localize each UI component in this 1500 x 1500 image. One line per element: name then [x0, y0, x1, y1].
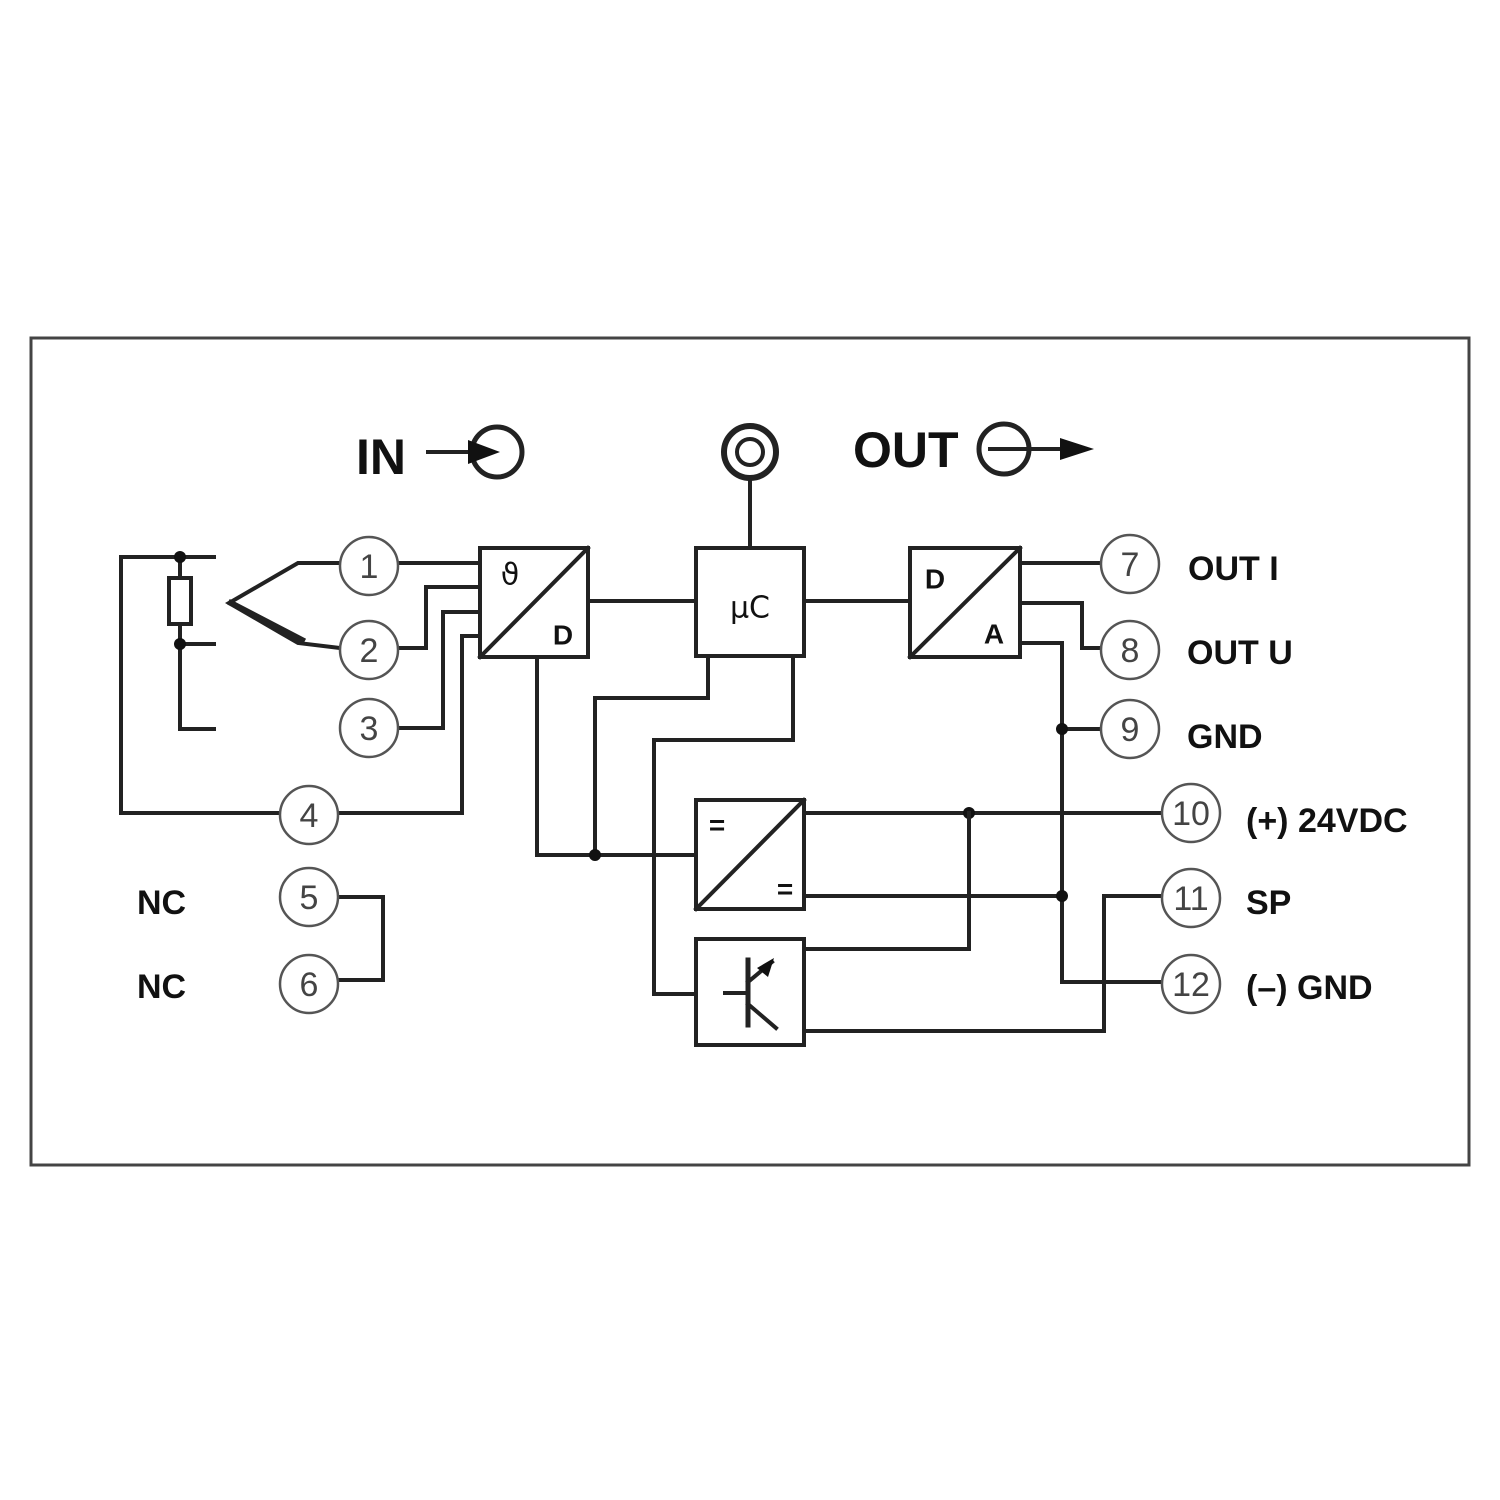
terminal-1: 1 — [338, 535, 400, 597]
input-arrow-circle-icon — [426, 424, 525, 480]
transistor-switch-block — [694, 937, 806, 1047]
svg-text:11: 11 — [1173, 880, 1208, 918]
svg-text:6: 6 — [300, 966, 319, 1004]
converter-in-d-label: D — [553, 620, 573, 651]
converter-out-a-label: A — [984, 619, 1004, 650]
terminal-7: 7 — [1099, 533, 1161, 595]
terminal-5: 5 — [278, 866, 340, 928]
terminal-11-label: SP — [1246, 884, 1291, 922]
terminal-10-label: (+) 24VDC — [1246, 802, 1408, 840]
svg-text:1: 1 — [360, 548, 379, 586]
terminal-3: 3 — [338, 697, 400, 759]
terminal-2: 2 — [338, 619, 400, 681]
terminal-4: 4 — [278, 784, 340, 846]
theta-symbol: ϑ — [501, 558, 520, 593]
psu-output-symbol: = — [777, 874, 793, 905]
device-frame — [29, 336, 1471, 1167]
terminal-8: 8 — [1099, 619, 1161, 681]
resistor-icon — [167, 576, 193, 626]
svg-text:4: 4 — [300, 797, 319, 835]
dc-dc-power-supply: = = — [693, 797, 807, 912]
terminal-8-label: OUT U — [1187, 634, 1293, 672]
thermocouple-icon — [225, 561, 343, 651]
output-arrow-circle-icon — [976, 421, 1094, 477]
led-indicator-icon — [721, 423, 779, 550]
terminal-11: 11 — [1160, 867, 1222, 929]
svg-text:9: 9 — [1121, 711, 1140, 749]
terminal-5-label: NC — [137, 884, 186, 922]
terminal-12: 12 — [1160, 953, 1222, 1015]
out-label: OUT — [853, 422, 959, 478]
temperature-to-digital-converter: ϑ D — [477, 545, 591, 660]
psu-input-symbol: = — [709, 810, 725, 841]
svg-text:3: 3 — [360, 710, 379, 748]
terminal-9-label: GND — [1187, 718, 1263, 756]
terminal-10: 10 — [1160, 782, 1222, 844]
svg-text:5: 5 — [300, 879, 319, 917]
in-label: IN — [356, 429, 406, 485]
svg-text:7: 7 — [1121, 546, 1140, 584]
digital-to-analog-converter: D A — [907, 545, 1023, 660]
microcontroller-block: μC — [694, 546, 806, 658]
transistor-icon — [723, 957, 779, 1031]
terminal-12-label: (–) GND — [1246, 969, 1373, 1007]
terminal-6-label: NC — [137, 968, 186, 1006]
svg-text:2: 2 — [360, 632, 379, 670]
svg-text:10: 10 — [1172, 795, 1210, 833]
microcontroller-label: μC — [730, 591, 770, 626]
terminal-9: 9 — [1099, 698, 1161, 760]
svg-text:12: 12 — [1172, 966, 1210, 1004]
converter-out-d-label: D — [925, 564, 945, 595]
terminal-7-label: OUT I — [1188, 550, 1279, 588]
terminal-6: 6 — [278, 953, 340, 1015]
svg-text:8: 8 — [1121, 632, 1140, 670]
